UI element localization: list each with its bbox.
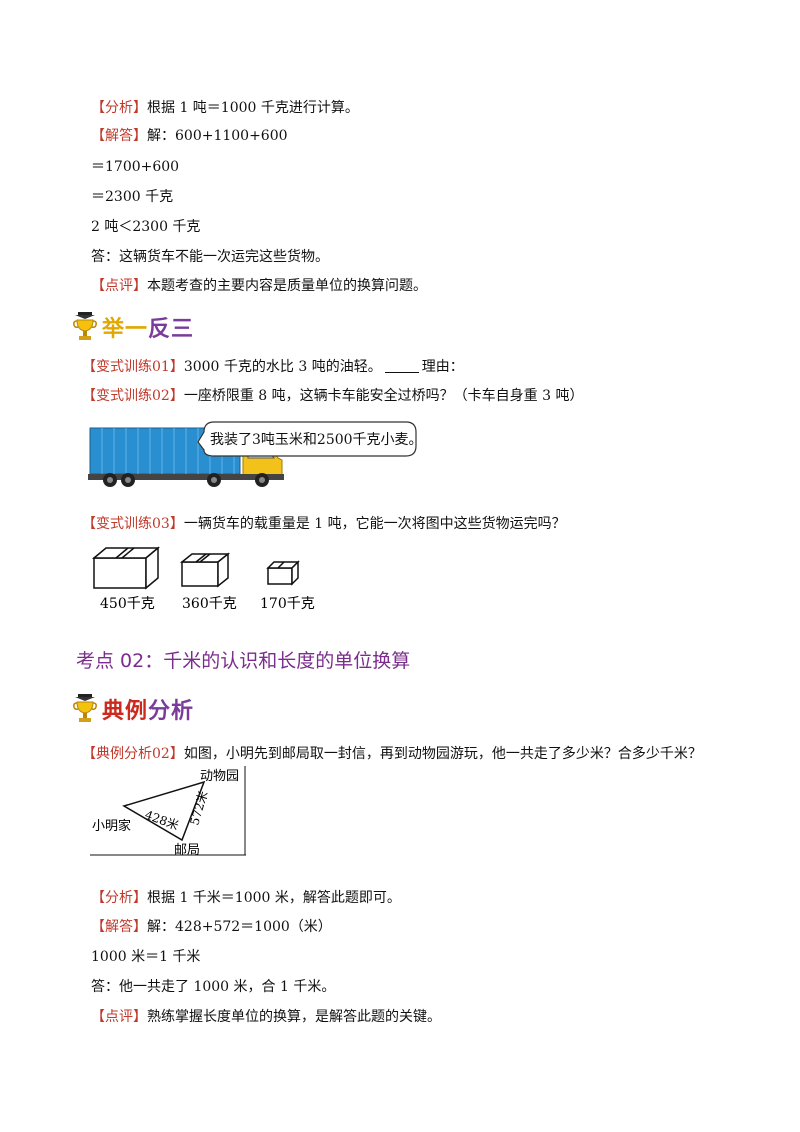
- map-distance-2: 572米: [187, 789, 210, 826]
- comment-tag: 【点评】: [91, 278, 147, 294]
- map-label-home: 小明家: [92, 818, 131, 834]
- box-label-3: 170千克: [260, 596, 315, 612]
- ex1-step2: ＝2300 千克: [91, 189, 174, 205]
- drill2-tag: 【变式训练02】: [82, 388, 184, 404]
- banner-text: 典例分析: [102, 693, 194, 725]
- banner-text: 举一反三: [102, 311, 194, 343]
- ex2-comment: 【点评】熟练掌握长度单位的换算，是解答此题的关键。: [91, 1009, 441, 1025]
- banner-char-2: 例: [125, 698, 149, 724]
- ex1-conclusion: 答：这辆货车不能一次运完这些货物。: [91, 249, 329, 265]
- banner-example: 典例分析: [72, 692, 194, 726]
- banner-char-3: 反: [148, 316, 172, 342]
- boxes-illustration: 450千克 360千克 170千克: [91, 546, 315, 612]
- banner-char-3: 分: [148, 698, 172, 724]
- drill3-tag: 【变式训练03】: [82, 516, 184, 532]
- analysis-tag: 【分析】: [91, 100, 147, 116]
- answer-blank[interactable]: [384, 358, 419, 373]
- route-map: 动物园 小明家 邮局 428米 572米: [90, 766, 246, 858]
- banner-char-4: 析: [171, 698, 195, 724]
- ex1-answer: 【解答】解：600+1100+600: [91, 128, 288, 144]
- banner-char-4: 三: [171, 316, 195, 342]
- map-label-post: 邮局: [174, 843, 200, 858]
- ex2-analysis: 【分析】根据 1 千米＝1000 米，解答此题即可。: [91, 890, 401, 906]
- map-label-zoo: 动物园: [200, 769, 239, 784]
- trophy-icon: [73, 312, 97, 340]
- box-label-2: 360千克: [182, 596, 237, 612]
- banner-char-2: 一: [125, 316, 149, 342]
- drill1-tag: 【变式训练01】: [82, 359, 184, 375]
- banner-char-1: 典: [102, 698, 126, 724]
- truck-illustration: 我装了3吨玉米和2500千克小麦。: [88, 421, 418, 487]
- answer-tag: 【解答】: [91, 128, 147, 144]
- section-heading: 考点 02：千米的认识和长度的单位换算: [76, 650, 411, 672]
- ex1-step3: 2 吨＜2300 千克: [91, 219, 201, 235]
- ex2-step1: 1000 米＝1 千米: [91, 949, 201, 965]
- ex2-tag: 【典例分析02】: [82, 746, 184, 762]
- ex2-answer: 【解答】解：428+572＝1000（米）: [91, 919, 332, 935]
- banner-char-1: 举: [102, 316, 126, 342]
- speech-bubble-text: 我装了3吨玉米和2500千克小麦。: [210, 432, 418, 448]
- drill2: 【变式训练02】一座桥限重 8 吨，这辆卡车能安全过桥吗？（卡车自身重 3 吨）: [82, 388, 584, 404]
- banner-practice: 举一反三: [72, 310, 194, 344]
- comment-tag: 【点评】: [91, 1009, 147, 1025]
- ex2-conclusion: 答：他一共走了 1000 米，合 1 千米。: [91, 979, 336, 995]
- box-label-1: 450千克: [100, 596, 155, 612]
- drill1: 【变式训练01】3000 千克的水比 3 吨的油轻。理由：: [82, 358, 464, 375]
- ex1-comment: 【点评】本题考查的主要内容是质量单位的换算问题。: [91, 278, 427, 294]
- trophy-icon: [73, 694, 97, 722]
- ex1-step1: ＝1700+600: [91, 159, 180, 175]
- drill3: 【变式训练03】一辆货车的载重量是 1 吨，它能一次将图中这些货物运完吗？: [82, 516, 566, 532]
- ex1-analysis: 【分析】根据 1 吨＝1000 千克进行计算。: [91, 100, 359, 116]
- analysis-tag: 【分析】: [91, 890, 147, 906]
- ex2-question: 【典例分析02】如图，小明先到邮局取一封信，再到动物园游玩，他一共走了多少米？合…: [82, 746, 702, 762]
- answer-tag: 【解答】: [91, 919, 147, 935]
